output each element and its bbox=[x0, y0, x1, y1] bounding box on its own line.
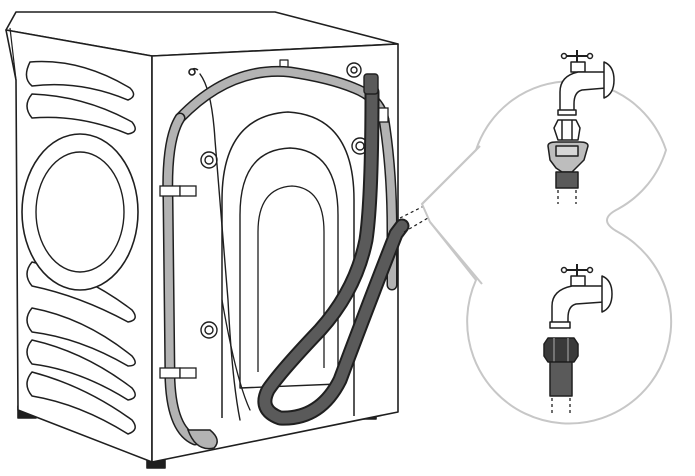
back-recess-arch bbox=[257, 185, 325, 372]
back-recess-outer bbox=[221, 111, 355, 418]
side-panel-edge bbox=[9, 27, 17, 81]
drain-hose-end bbox=[186, 429, 218, 450]
water-tap-with-threaded-adapter-icon bbox=[547, 50, 615, 189]
inlet-hose-end bbox=[399, 205, 429, 233]
washing-machine bbox=[5, 11, 399, 469]
machine-back-panel bbox=[151, 43, 399, 463]
hose-continuation-top bbox=[557, 190, 577, 204]
detail-top bbox=[547, 50, 615, 204]
detail-bottom bbox=[543, 264, 613, 414]
inlet-hose bbox=[257, 84, 410, 426]
inlet-hose-top-fitting bbox=[363, 73, 379, 95]
side-panel-bulge-inner bbox=[35, 151, 125, 273]
hose-clips bbox=[159, 107, 389, 379]
detail-callout-connector bbox=[421, 145, 483, 285]
detail-callout bbox=[420, 80, 673, 425]
hose-continuation-bottom bbox=[551, 398, 571, 414]
water-tap-with-screw-coupling-icon bbox=[543, 264, 613, 397]
back-recess-inner bbox=[239, 147, 339, 389]
